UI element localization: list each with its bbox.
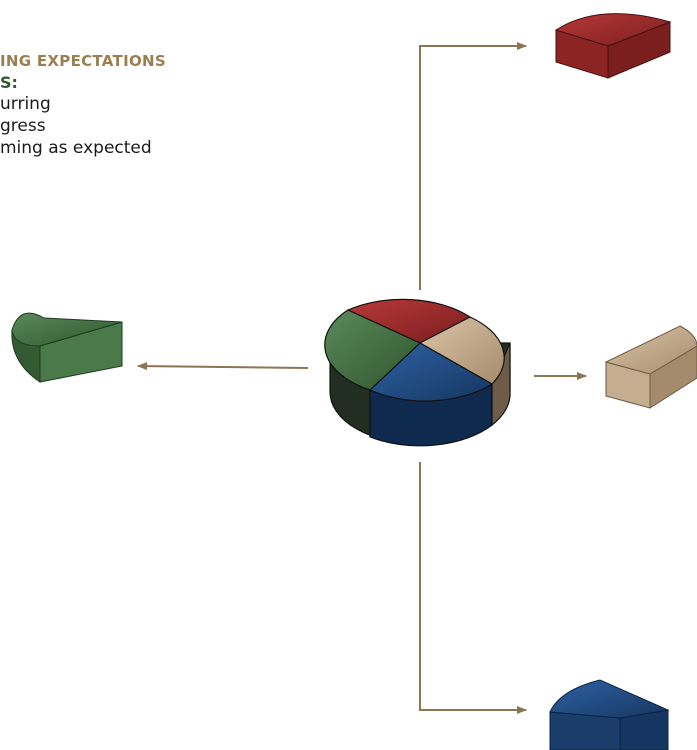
bullet-list: urring gress ming as expected	[0, 93, 166, 159]
connector-arrows	[137, 42, 587, 714]
green-pie-slice-icon	[11, 312, 123, 383]
subheading: S:	[0, 72, 18, 92]
blue-pie-slice-icon	[549, 679, 670, 750]
red-pie-slice-icon	[554, 13, 672, 79]
arrow-to-blue-slice	[419, 462, 527, 714]
pie-chart-3d-icon	[324, 298, 511, 447]
bullet-item: urring	[0, 94, 51, 115]
heading: ING EXPECTATIONS	[0, 52, 166, 70]
bullet-item: gress	[0, 116, 46, 137]
arrow-to-green-slice	[137, 362, 309, 371]
text-block: ING EXPECTATIONS S: urring gress ming as…	[0, 52, 166, 159]
arrow-to-red-slice	[419, 42, 527, 290]
tan-pie-slice-icon	[604, 325, 697, 409]
bullet-item: ming as expected	[0, 138, 152, 159]
